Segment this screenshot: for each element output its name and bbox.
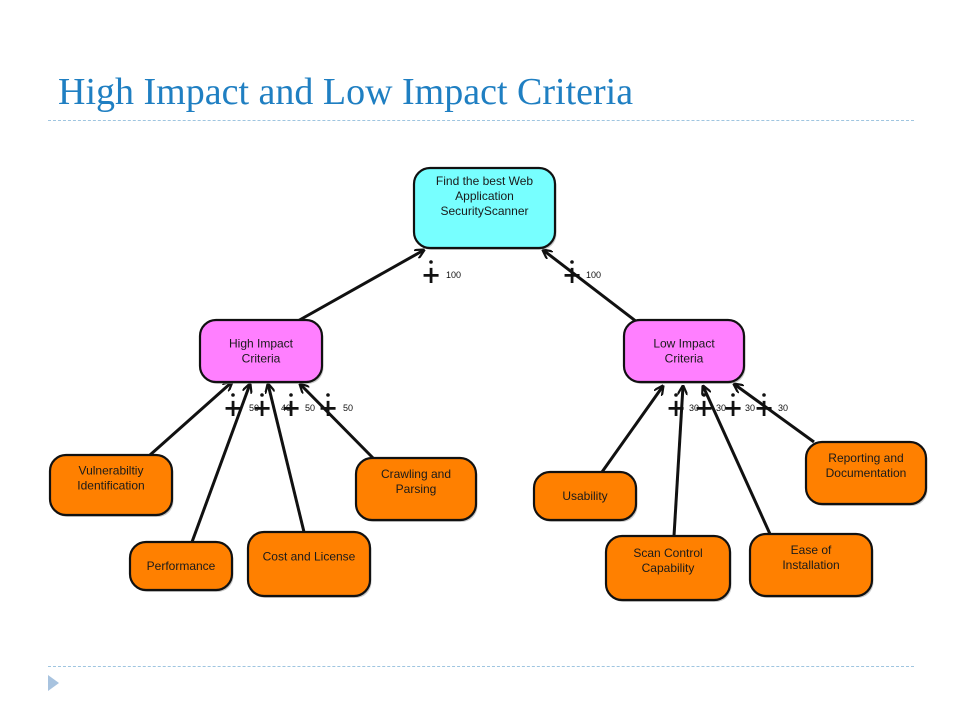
contribution-label: +30 bbox=[666, 393, 699, 422]
weight-value: 40 bbox=[281, 403, 291, 413]
weight-value: 30 bbox=[778, 403, 788, 413]
plus-icon: + bbox=[421, 261, 441, 289]
contribution-label: +30 bbox=[723, 393, 755, 422]
plus-icon: + bbox=[694, 394, 714, 422]
weight-value: 50 bbox=[249, 403, 259, 413]
arrow-to-goal bbox=[295, 250, 424, 324]
arrow-to-criteria bbox=[600, 386, 663, 473]
arrow-to-criteria bbox=[268, 384, 306, 533]
bullet-triangle-icon bbox=[48, 675, 59, 691]
plus-icon: + bbox=[223, 394, 243, 422]
arrow-to-criteria bbox=[190, 384, 250, 543]
weight-value: 30 bbox=[745, 403, 755, 413]
plus-icon: + bbox=[318, 394, 338, 422]
criterion-node-performance: Performance bbox=[128, 540, 234, 592]
arrow-to-criteria bbox=[672, 386, 683, 537]
arrow-to-criteria bbox=[300, 384, 377, 462]
criterion-node-label: Usability bbox=[562, 489, 607, 503]
criterion-node-label: Performance bbox=[147, 559, 216, 573]
plus-icon: + bbox=[666, 394, 686, 422]
contribution-label: +50 bbox=[223, 393, 259, 422]
weight-value: 100 bbox=[586, 270, 601, 280]
arrow-to-criteria bbox=[734, 384, 815, 444]
plus-icon: + bbox=[281, 394, 301, 422]
slide-title: High Impact and Low Impact Criteria bbox=[58, 71, 634, 113]
plus-icon: + bbox=[252, 394, 272, 422]
plus-icon: + bbox=[754, 394, 774, 422]
contribution-label: +30 bbox=[694, 393, 726, 422]
criterion-node-usability: Usability bbox=[532, 470, 638, 522]
weight-value: 30 bbox=[689, 403, 699, 413]
weight-value: 30 bbox=[716, 403, 726, 413]
criterion-node-cost-and-license: Cost and License bbox=[246, 530, 372, 598]
arrow-to-goal bbox=[543, 250, 638, 324]
arrow-to-criteria bbox=[149, 382, 232, 457]
contribution-label: +100 bbox=[421, 260, 461, 289]
arrow-to-criteria bbox=[703, 386, 772, 535]
contribution-label: +30 bbox=[754, 393, 788, 422]
criterion-node-label: Cost and License bbox=[263, 549, 356, 563]
contribution-label: +40 bbox=[252, 393, 291, 422]
weight-value: 50 bbox=[305, 403, 315, 413]
weight-value: 100 bbox=[446, 270, 461, 280]
plus-icon: + bbox=[562, 261, 582, 289]
footer-divider bbox=[48, 666, 914, 667]
contribution-label: +50 bbox=[281, 393, 315, 422]
contribution-label: +100 bbox=[562, 260, 601, 289]
plus-icon: + bbox=[723, 394, 743, 422]
contribution-label: +50 bbox=[318, 393, 353, 422]
title-divider bbox=[48, 120, 914, 121]
weight-value: 50 bbox=[343, 403, 353, 413]
